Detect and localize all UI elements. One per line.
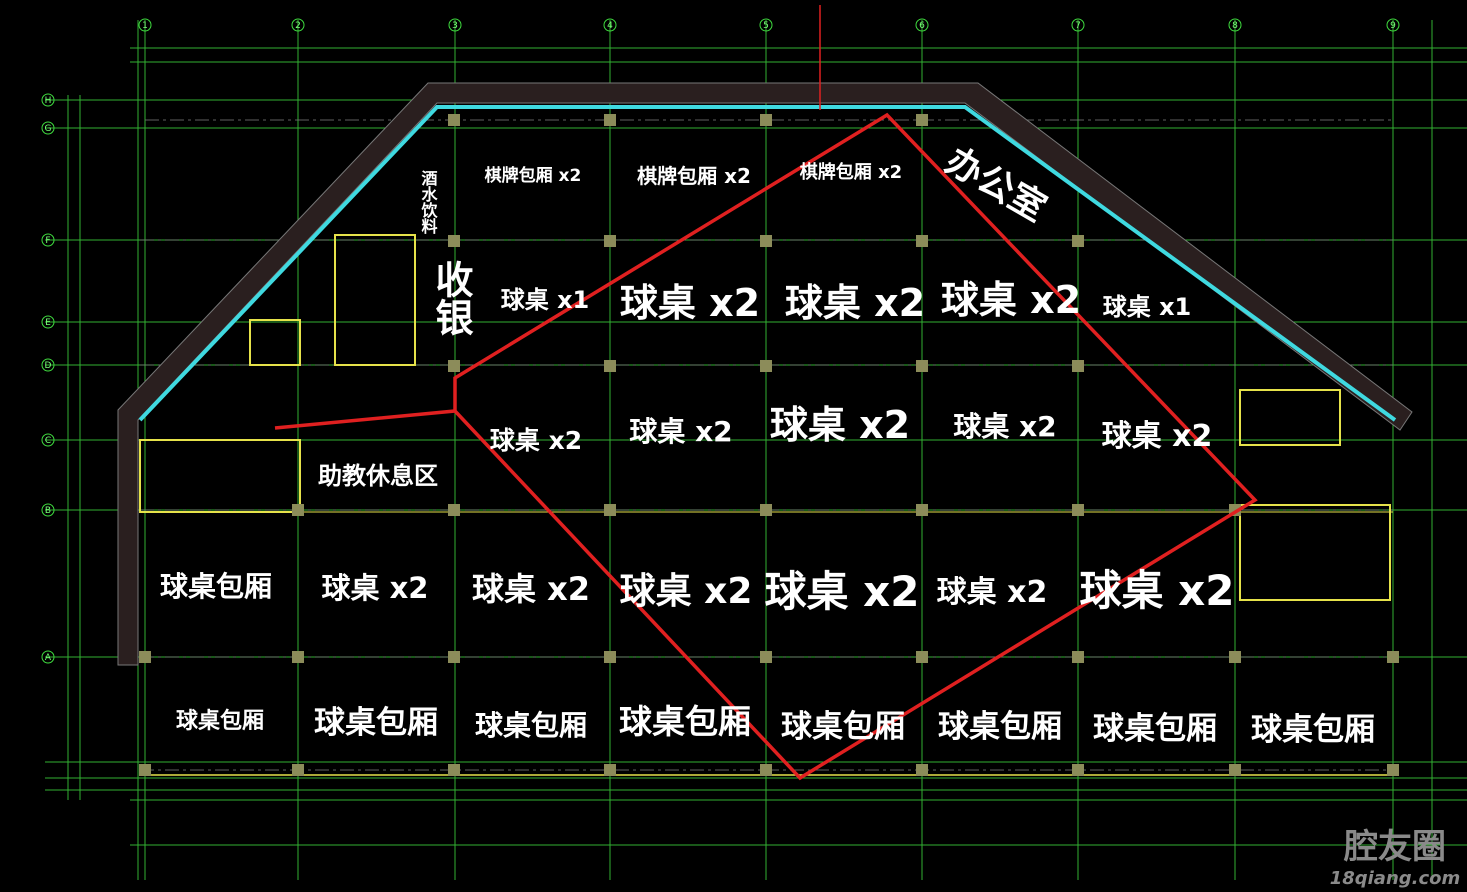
highlight-zone-outline [274, 112, 1258, 781]
label-table-room: 球桌包厢 [314, 705, 438, 741]
svg-text:F: F [45, 236, 50, 246]
label-card-room: 棋牌包厢 x2 [637, 164, 751, 188]
label-table: 球桌 x1 [1103, 293, 1192, 321]
label-table-room: 球桌包厢 [619, 702, 751, 741]
label-table: 球桌 x2 [941, 278, 1081, 322]
label-table-room: 球桌包厢 [176, 708, 264, 734]
svg-text:D: D [45, 361, 52, 371]
watermark: 腔友圈 18qiang.com [1330, 827, 1461, 889]
label-card-room: 棋牌包厢 x2 [800, 161, 902, 183]
label-staff-rest: 助教休息区 [318, 462, 438, 490]
column-axis-labels: 1 2 3 4 5 6 7 8 9 [138, 18, 1400, 32]
label-table: 球桌 x2 [472, 570, 590, 608]
label-table: 球桌 x2 [953, 410, 1056, 443]
label-table-room: 球桌包厢 [475, 709, 587, 742]
svg-text:E: E [45, 318, 51, 328]
label-table: 球桌 x2 [620, 571, 753, 612]
svg-text:9: 9 [1390, 21, 1396, 31]
label-table: 球桌 x2 [620, 281, 760, 325]
label-table-room: 球桌包厢 [1251, 712, 1375, 748]
label-table: 球桌 x2 [770, 403, 910, 447]
inner-wall [138, 105, 1397, 422]
svg-text:C: C [45, 436, 51, 446]
label-card-room: 棋牌包厢 x2 [485, 165, 582, 186]
label-table: 球桌 x2 [937, 575, 1048, 610]
label-table: 球桌 x1 [501, 286, 590, 314]
svg-text:5: 5 [763, 21, 769, 31]
svg-text:G: G [45, 124, 52, 134]
label-table: 球桌 x2 [765, 567, 920, 616]
label-table-room: 球桌包厢 [781, 709, 905, 745]
svg-text:7: 7 [1075, 21, 1081, 31]
label-drinks: 酒水饮料 [419, 170, 439, 235]
svg-text:18qiang.com: 18qiang.com [1330, 868, 1461, 889]
label-cashier: 收银 [429, 260, 473, 336]
label-table: 球桌 x2 [785, 281, 925, 325]
svg-text:2: 2 [295, 21, 301, 31]
svg-text:8: 8 [1232, 21, 1238, 31]
structural-columns [139, 114, 1399, 776]
grid-lines [45, 20, 1467, 880]
label-table: 球桌 x2 [322, 571, 429, 605]
label-table: 球桌 x2 [629, 415, 732, 448]
label-table-room: 球桌包厢 [160, 570, 272, 603]
svg-text:A: A [45, 653, 52, 663]
outer-wall-hatched [117, 82, 1413, 666]
svg-text:H: H [45, 96, 52, 106]
svg-text:B: B [45, 506, 51, 516]
row-axis-labels: A B C D E F G H [41, 93, 55, 664]
label-table-room: 球桌包厢 [938, 709, 1062, 745]
label-table: 球桌 x2 [1102, 419, 1213, 454]
label-table: 球桌 x2 [490, 426, 582, 455]
svg-text:1: 1 [142, 21, 148, 31]
svg-text:6: 6 [919, 21, 925, 31]
svg-text:腔友圈: 腔友圈 [1343, 827, 1446, 867]
label-table: 球桌 x2 [1080, 566, 1235, 615]
label-table-room: 球桌包厢 [1093, 711, 1217, 747]
svg-text:4: 4 [607, 21, 613, 31]
svg-text:3: 3 [452, 21, 458, 31]
